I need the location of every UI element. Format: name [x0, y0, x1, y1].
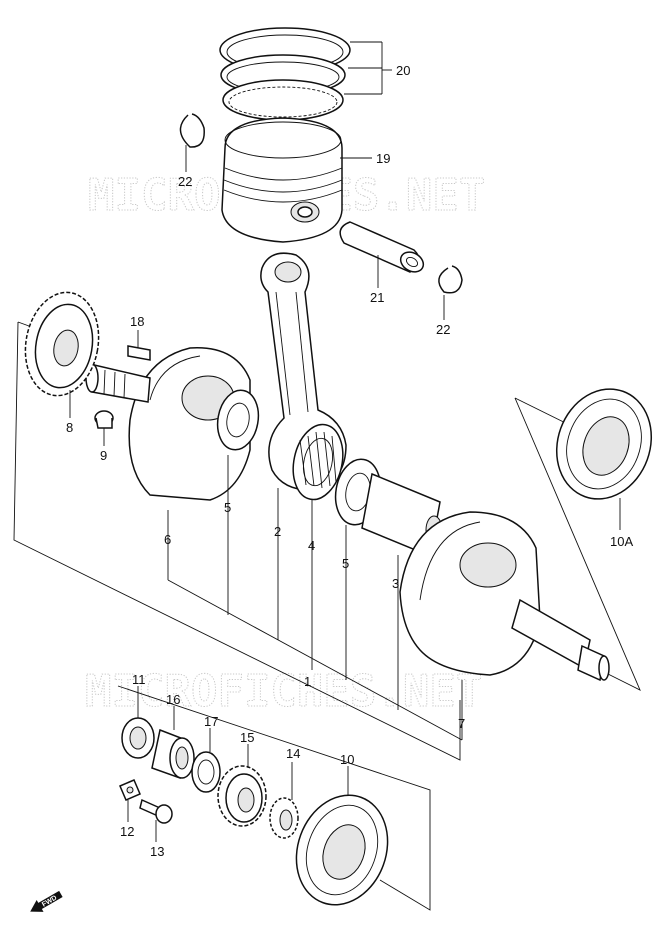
- callout-19: 19: [376, 151, 390, 166]
- piston: [221, 117, 343, 243]
- callout-5-left: 5: [224, 500, 231, 515]
- callout-1: 1: [304, 674, 311, 689]
- crank-web-right: [399, 511, 541, 676]
- woodruff-key: [127, 345, 151, 361]
- callout-9: 9: [100, 448, 107, 463]
- callout-10a: 10A: [610, 534, 633, 549]
- callout-5-right: 5: [342, 556, 349, 571]
- callout-13: 13: [150, 844, 164, 859]
- piston-pin-circlip-lower: [438, 265, 463, 294]
- bolt: [139, 798, 173, 824]
- lock-washer: [119, 779, 141, 801]
- callout-labels: 20 19 22 21 22 18 8 9 10A 6 5 2 4 5 3 1 …: [66, 63, 633, 859]
- callout-12: 12: [120, 824, 134, 839]
- callout-8: 8: [66, 420, 73, 435]
- crankshaft-left-shaft: [85, 363, 151, 403]
- callout-22-lower: 22: [436, 322, 450, 337]
- crankshaft-bearing-10a: [555, 388, 653, 500]
- fwd-label: FWD: [41, 895, 58, 909]
- crank-gear: [24, 291, 100, 397]
- piston-rings: [219, 27, 351, 121]
- callout-2: 2: [274, 524, 281, 539]
- callout-15: 15: [240, 730, 254, 745]
- callout-20: 20: [396, 63, 410, 78]
- callout-14: 14: [286, 746, 300, 761]
- callout-17: 17: [204, 714, 218, 729]
- oil-seal: [121, 717, 155, 759]
- callout-21: 21: [370, 290, 384, 305]
- washer: [191, 751, 221, 793]
- piston-pin: [339, 221, 425, 273]
- callout-16: 16: [166, 692, 180, 707]
- needle-bearing: [292, 423, 344, 501]
- callout-3: 3: [392, 576, 399, 591]
- callout-7: 7: [458, 716, 465, 731]
- fwd-arrow-icon: FWD: [30, 890, 63, 912]
- thrust-washer-left: [216, 389, 260, 451]
- crankshaft-right-shaft: [511, 598, 610, 682]
- piston-pin-circlip-upper: [179, 113, 205, 148]
- callout-4: 4: [308, 538, 315, 553]
- dowel-pin: [94, 410, 114, 429]
- small-gear: [269, 797, 299, 839]
- drive-gear: [217, 765, 267, 827]
- leader-lines: [69, 41, 621, 911]
- callout-6: 6: [164, 532, 171, 547]
- callout-10: 10: [340, 752, 354, 767]
- watermark-bottom: MICROFICHES.NET: [85, 666, 482, 717]
- callout-11: 11: [132, 672, 146, 687]
- callout-22-upper: 22: [178, 174, 192, 189]
- crankshaft-bearing-10: [295, 794, 389, 906]
- callout-18: 18: [130, 314, 144, 329]
- spacer: [151, 728, 195, 780]
